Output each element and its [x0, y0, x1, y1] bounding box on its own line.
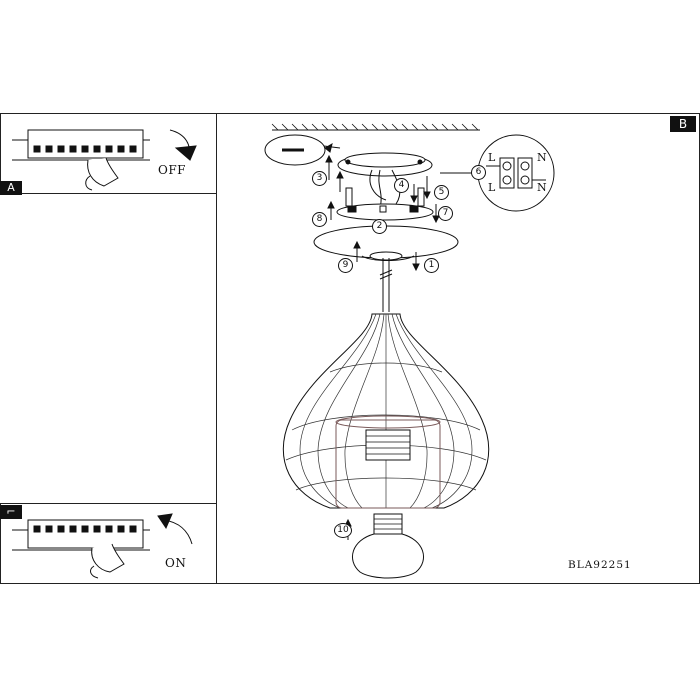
terminal-l-top: L [488, 151, 496, 164]
panel-c-tag: ⌐ [0, 505, 22, 519]
ceiling [271, 123, 480, 131]
step-9: 9 [338, 258, 353, 273]
light-bulb [351, 513, 425, 579]
wall-plug-detail [264, 134, 341, 166]
suspension-cord [379, 258, 393, 312]
step-5: 5 [434, 185, 449, 200]
model-number: BLA92251 [568, 559, 632, 571]
step-7: 7 [438, 206, 453, 221]
step-1: 1 [424, 258, 439, 273]
terminal-n-top: N [537, 151, 547, 164]
panel-b-tag: B [670, 116, 696, 132]
wire-shade [282, 313, 490, 509]
step-6: 6 [471, 165, 486, 180]
fuse-box-off-drawing [12, 129, 197, 191]
off-label: OFF [158, 163, 186, 177]
step-10: 10 [334, 523, 352, 538]
step-2: 2 [372, 219, 387, 234]
panel-a-tag: A [0, 181, 22, 195]
mounting-bracket [336, 203, 434, 221]
terminal-l-bottom: L [488, 181, 496, 194]
step-3: 3 [312, 171, 327, 186]
ceiling-canopy [337, 152, 433, 209]
fuse-box-on-drawing [12, 513, 193, 579]
glass-cylinder [335, 415, 441, 509]
step-arrows [325, 154, 440, 540]
canopy-cover [313, 225, 459, 261]
step-4: 4 [394, 178, 409, 193]
on-label: ON [165, 556, 187, 570]
terminal-n-bottom: N [537, 181, 547, 194]
terminal-detail [440, 134, 555, 212]
step-8: 8 [312, 212, 327, 227]
